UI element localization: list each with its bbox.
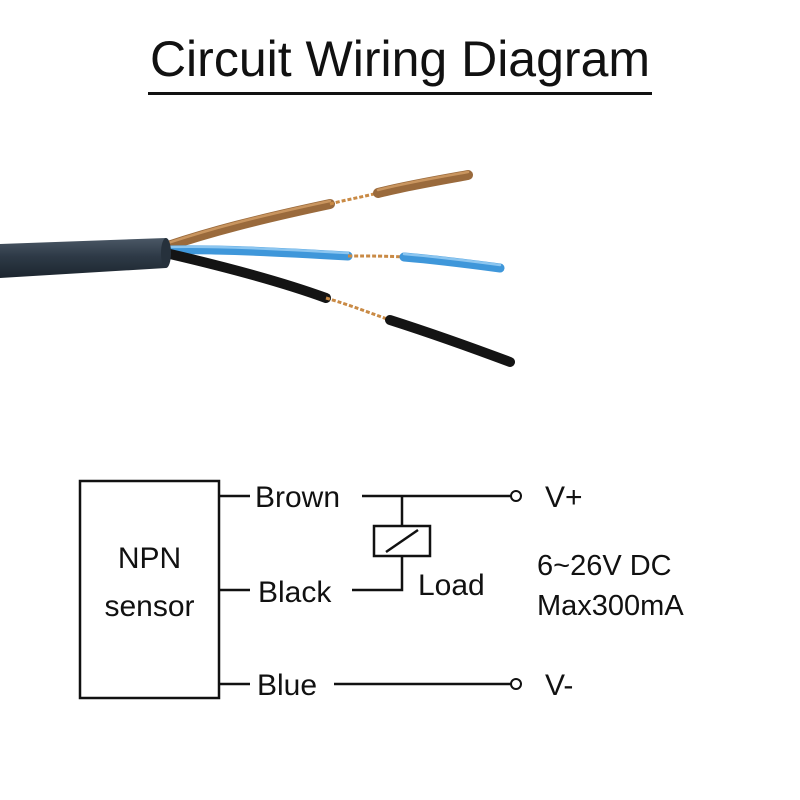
black-wire — [165, 249, 515, 367]
brown-wire-label: Brown — [255, 481, 340, 514]
blue-wire-label: Blue — [257, 669, 317, 702]
positive-terminal — [510, 490, 522, 502]
supply-current-label: Max300mA — [537, 590, 684, 622]
supply-voltage-label: 6~26V DC — [537, 550, 672, 582]
diagram-title: Circuit Wiring Diagram — [0, 28, 800, 95]
load-return-wire — [352, 556, 404, 592]
load-symbol-diagonal — [385, 528, 419, 554]
cable-jacket — [0, 238, 171, 278]
schematic: NPN sensor Brown V+ Black Load 6~26V DC … — [78, 479, 684, 702]
negative-terminal — [510, 678, 522, 690]
sensor-label-line2: sensor — [104, 590, 194, 623]
black-wire-label: Black — [258, 576, 332, 609]
blue-wire — [163, 245, 505, 273]
sensor-label-line1: NPN — [118, 542, 181, 575]
diagram-title-text: Circuit Wiring Diagram — [147, 28, 653, 95]
cable-illustration — [0, 170, 515, 367]
brown-wire — [163, 170, 473, 251]
load-label: Load — [418, 569, 485, 602]
negative-terminal-label: V- — [545, 669, 573, 702]
positive-terminal-label: V+ — [545, 481, 583, 514]
